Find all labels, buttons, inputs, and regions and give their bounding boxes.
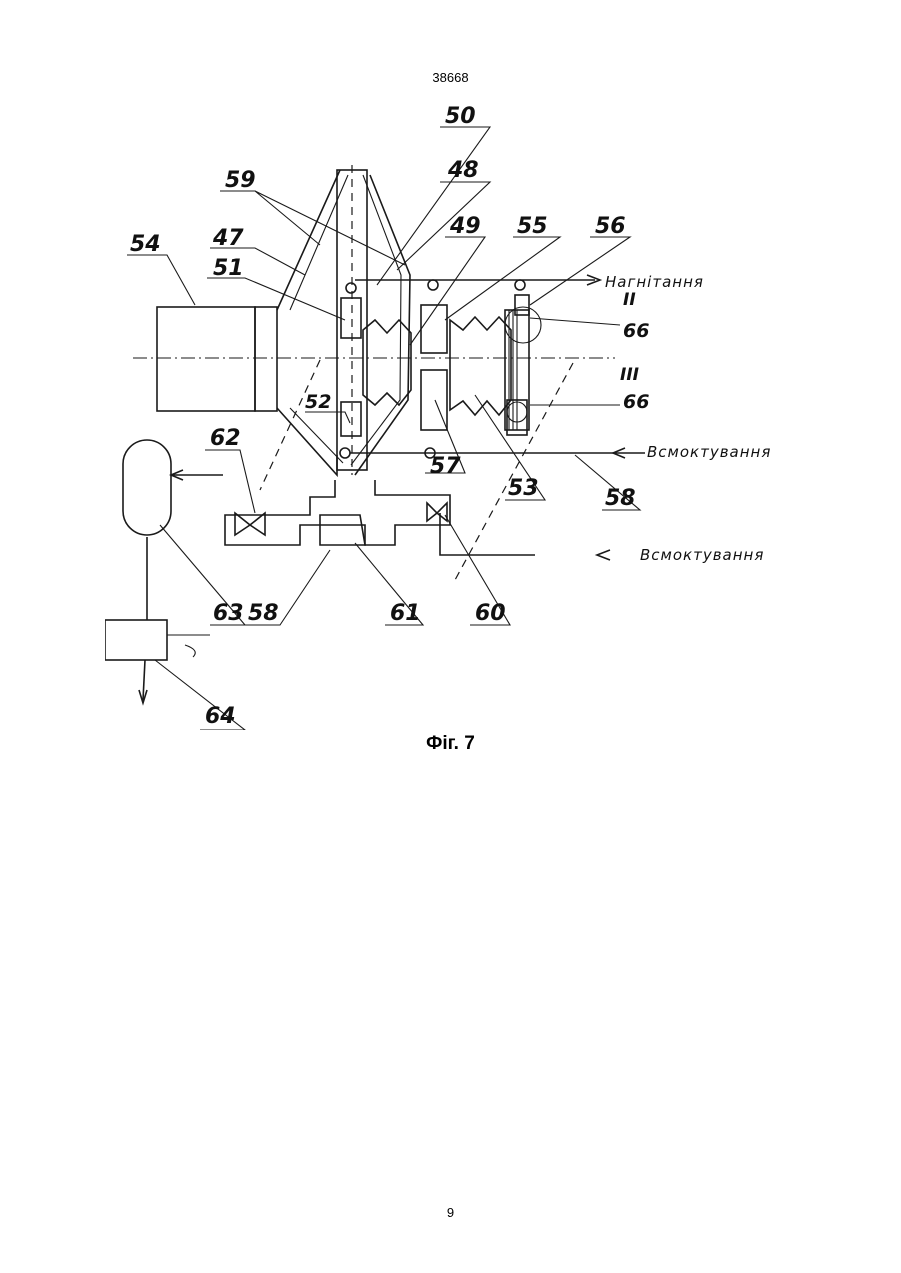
lower-manifold	[225, 480, 450, 545]
cone-right	[355, 175, 410, 475]
label-62: 62	[210, 426, 241, 451]
label-III: III	[620, 365, 639, 385]
label-suction-1: Всмоктування	[647, 443, 771, 461]
label-54: 54	[130, 232, 161, 257]
motor-block	[157, 307, 255, 411]
label-56: 56	[595, 214, 626, 239]
block-64	[105, 620, 167, 660]
label-discharge: Нагнітання	[605, 273, 704, 291]
valve-60	[427, 503, 447, 521]
valve-51	[341, 298, 361, 338]
label-66-bottom: 66	[623, 391, 649, 413]
bellows-49	[363, 320, 411, 405]
suction-line-2	[440, 513, 535, 555]
label-50: 50	[445, 105, 476, 129]
label-suction-2: Всмоктування	[640, 546, 764, 564]
valve-52-node	[340, 448, 350, 458]
receiver-63	[123, 440, 171, 535]
label-58-left: 58	[248, 601, 279, 626]
label-II: II	[623, 290, 636, 310]
label-55: 55	[517, 214, 548, 239]
page-number: 9	[0, 1205, 901, 1220]
label-47: 47	[212, 226, 244, 251]
valve-52	[341, 402, 361, 436]
valve-62	[235, 513, 265, 535]
label-59: 59	[225, 168, 256, 193]
valve-51-node	[346, 283, 356, 293]
label-52: 52	[305, 391, 331, 413]
label-57: 57	[430, 454, 461, 479]
valve-55	[421, 305, 447, 353]
distributor-61	[320, 515, 365, 545]
technical-drawing: 50 48 59 47 54 51 49 55 56 II 66 III 66 …	[105, 105, 795, 730]
motor-coupling	[255, 307, 277, 411]
figure-caption: Фіг. 7	[0, 733, 901, 755]
label-61: 61	[390, 601, 421, 626]
label-49: 49	[449, 214, 481, 239]
label-66-top: 66	[623, 320, 649, 342]
detail-circle-II	[505, 307, 541, 343]
label-58-right: 58	[605, 486, 636, 511]
valve-55-node	[428, 280, 438, 290]
label-53: 53	[508, 476, 539, 501]
label-51: 51	[213, 256, 244, 281]
label-63: 63	[213, 601, 244, 626]
label-60: 60	[475, 601, 506, 626]
label-64: 64	[205, 704, 236, 729]
document-number: 38668	[0, 70, 901, 85]
patent-figure: 50 48 59 47 54 51 49 55 56 II 66 III 66 …	[105, 105, 795, 730]
valve-66-node	[515, 280, 525, 290]
bellows-53	[450, 317, 511, 415]
label-48: 48	[447, 158, 479, 183]
